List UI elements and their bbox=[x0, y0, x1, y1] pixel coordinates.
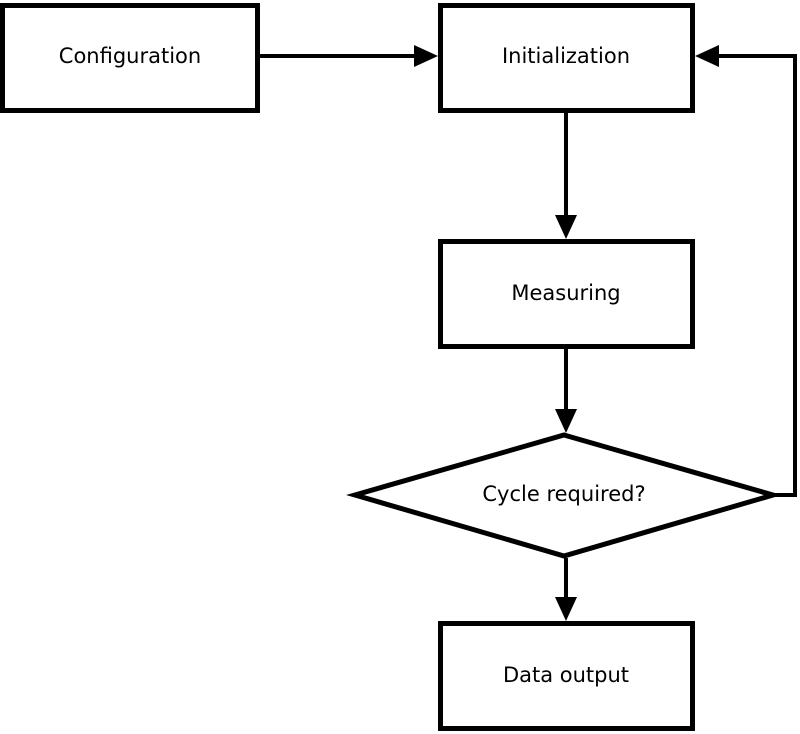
initialization-box[interactable] bbox=[438, 3, 695, 113]
data-output-label: Data output bbox=[503, 663, 629, 687]
measuring-label: Measuring bbox=[511, 281, 620, 305]
edge-cycle-required-to-data-output bbox=[555, 558, 577, 621]
data-output-box[interactable] bbox=[438, 621, 695, 731]
configuration-box[interactable] bbox=[0, 3, 260, 113]
arrowhead-into-cycle-required-top bbox=[555, 409, 577, 433]
configuration-label: Configuration bbox=[59, 44, 201, 68]
edge-initialization-to-measuring bbox=[555, 112, 577, 239]
arrowhead-into-measuring-top bbox=[555, 215, 577, 239]
node-cycle-required[interactable]: Cycle required? bbox=[346, 432, 782, 559]
arrowhead-into-initialization-right bbox=[695, 45, 719, 67]
cycle-required-diamond[interactable] bbox=[346, 432, 782, 559]
arrowhead-into-initialization-left bbox=[414, 45, 438, 67]
edge-measuring-to-cycle-required bbox=[555, 349, 577, 433]
measuring-box[interactable] bbox=[438, 239, 695, 349]
arrowhead-into-data-output-top bbox=[555, 597, 577, 621]
node-measuring[interactable]: Measuring bbox=[438, 239, 695, 349]
node-configuration[interactable]: Configuration bbox=[0, 3, 260, 113]
node-data-output[interactable]: Data output bbox=[438, 621, 695, 731]
node-initialization[interactable]: Initialization bbox=[438, 3, 695, 113]
edge-line-feedback-loop bbox=[712, 54, 797, 497]
edge-cycle-required-to-initialization-loop bbox=[695, 45, 797, 497]
edge-configuration-to-initialization bbox=[259, 45, 438, 67]
cycle-required-label: Cycle required? bbox=[482, 482, 645, 506]
initialization-label: Initialization bbox=[502, 44, 630, 68]
